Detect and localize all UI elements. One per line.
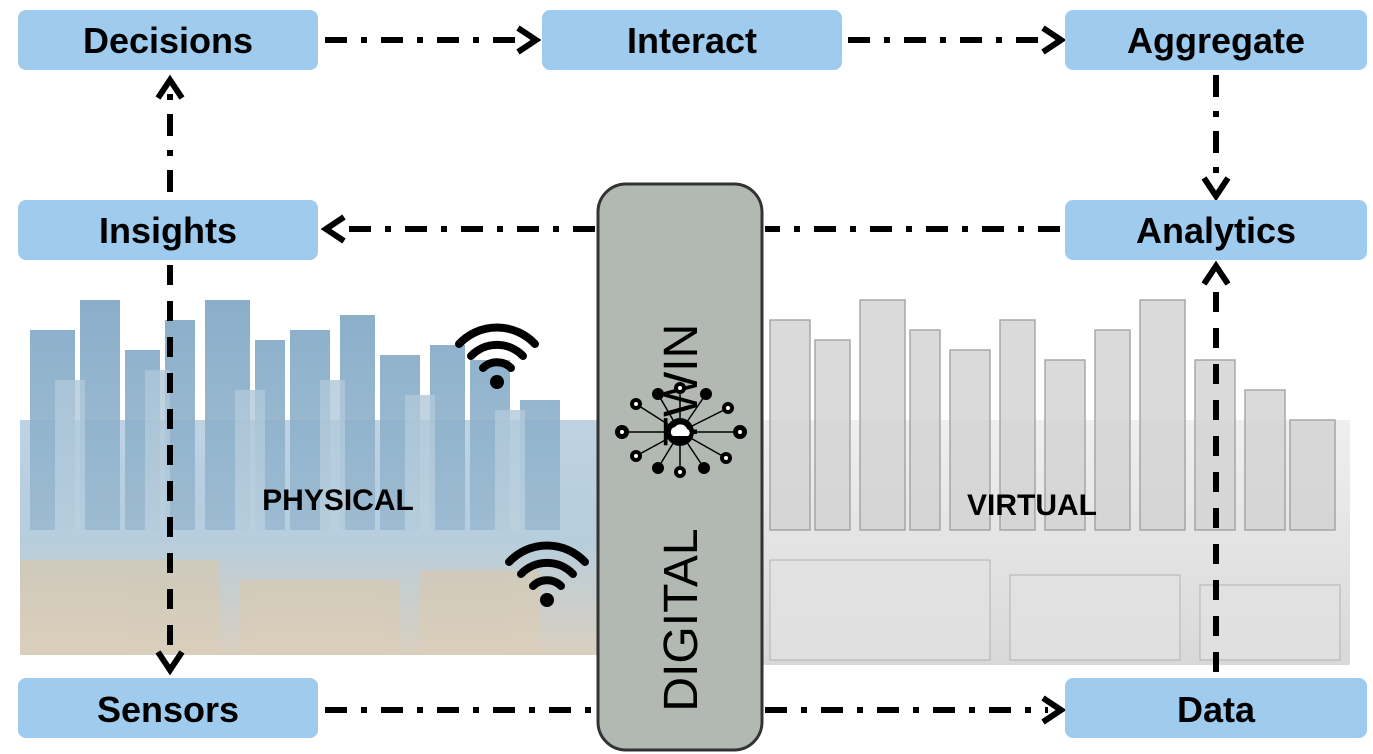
- arrow-icon: [1201, 260, 1231, 286]
- node-label: Interact: [627, 20, 757, 61]
- node-label: Insights: [99, 210, 237, 251]
- arrow-icon: [320, 214, 346, 244]
- cloud-network-icon: [615, 382, 747, 478]
- node-decisions: Decisions: [18, 10, 318, 70]
- wifi-icon: [505, 541, 589, 607]
- node-aggregate: Aggregate: [1065, 10, 1367, 70]
- node-label: Sensors: [97, 689, 239, 730]
- node-sensors: Sensors: [18, 678, 318, 738]
- twin-word-digital: DIGITAL: [655, 528, 708, 711]
- arrow-icon: [1041, 695, 1067, 725]
- node-label: Data: [1177, 689, 1256, 730]
- arrow-icon: [1041, 25, 1067, 55]
- node-label: Analytics: [1136, 210, 1296, 251]
- region-label-virtual: VIRTUAL: [967, 489, 1097, 522]
- region-label-physical: PHYSICAL: [262, 484, 414, 517]
- node-interact: Interact: [542, 10, 842, 70]
- arrow-icon: [155, 74, 185, 100]
- flow-arrows: [155, 25, 1231, 725]
- node-insights: Insights: [18, 200, 318, 260]
- arrow-icon: [516, 25, 542, 55]
- virtual-city-image: [760, 299, 1350, 665]
- node-data: Data: [1065, 678, 1367, 738]
- node-label: Decisions: [83, 20, 253, 61]
- node-analytics: Analytics: [1065, 200, 1367, 260]
- digital-twin-pill: TWIN DIGITAL: [596, 182, 764, 752]
- arrow-icon: [155, 650, 185, 676]
- arrow-icon: [1201, 176, 1231, 202]
- wifi-icon: [455, 323, 539, 389]
- node-label: Aggregate: [1127, 20, 1305, 61]
